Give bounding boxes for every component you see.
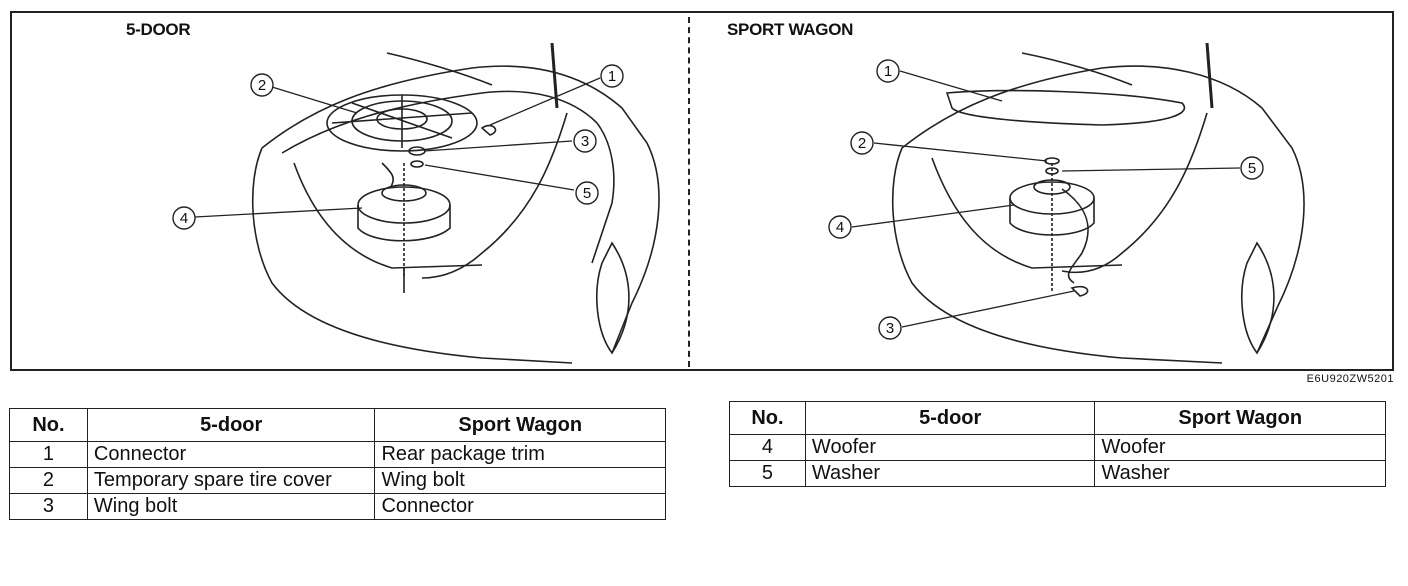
cell-5door: Wing bolt <box>86 493 376 520</box>
sport-wagon-illustration: 1 2 5 4 3 <box>828 42 1305 364</box>
cell-no: 4 <box>729 434 806 461</box>
table-row: 1 Connector Rear package trim <box>9 441 666 468</box>
cell-sport-wagon: Wing bolt <box>374 467 666 494</box>
col-header-no: No. <box>9 408 88 442</box>
cell-5door: Temporary spare tire cover <box>86 467 376 494</box>
callout-2: 2 <box>858 135 866 152</box>
col-header-5door: 5-door <box>804 401 1096 435</box>
cell-5door: Connector <box>86 441 376 468</box>
table-row: 3 Wing bolt Connector <box>9 493 666 520</box>
callout-2: 2 <box>258 77 266 94</box>
cell-no: 3 <box>9 493 88 520</box>
cell-no: 1 <box>9 441 88 468</box>
col-header-no: No. <box>729 401 806 435</box>
callout-1: 1 <box>608 68 616 85</box>
col-header-5door: 5-door <box>86 408 376 442</box>
callout-3: 3 <box>886 320 894 337</box>
table-header-row: No. 5-door Sport Wagon <box>9 408 666 442</box>
cell-5door: Washer <box>804 460 1096 487</box>
col-header-sport-wagon: Sport Wagon <box>374 408 666 442</box>
figure-code: E6U920ZW5201 <box>1306 373 1394 385</box>
table-row: 2 Temporary spare tire cover Wing bolt <box>9 467 666 494</box>
callout-5: 5 <box>583 185 591 202</box>
cell-sport-wagon: Connector <box>374 493 666 520</box>
five-door-illustration: 1 2 3 4 5 <box>172 42 660 364</box>
table-header-row: No. 5-door Sport Wagon <box>729 401 1386 435</box>
callout-4: 4 <box>836 219 844 236</box>
parts-table-left: No. 5-door Sport Wagon 1 Connector Rear … <box>9 408 666 520</box>
cell-no: 5 <box>729 460 806 487</box>
right-panel-title: SPORT WAGON <box>727 20 854 39</box>
panel-divider <box>688 17 690 367</box>
table-row: 5 Washer Washer <box>729 460 1386 487</box>
cell-sport-wagon: Rear package trim <box>374 441 666 468</box>
callout-1: 1 <box>884 63 892 80</box>
figure-panel: 5-DOOR SPORT WAGON <box>10 11 1394 371</box>
cell-sport-wagon: Washer <box>1094 460 1386 487</box>
left-panel-title: 5-DOOR <box>126 20 191 39</box>
table-row: 4 Woofer Woofer <box>729 434 1386 461</box>
col-header-sport-wagon: Sport Wagon <box>1094 401 1386 435</box>
callout-4: 4 <box>180 210 188 227</box>
callout-3: 3 <box>581 133 589 150</box>
cell-no: 2 <box>9 467 88 494</box>
cell-sport-wagon: Woofer <box>1094 434 1386 461</box>
parts-table-right: No. 5-door Sport Wagon 4 Woofer Woofer 5… <box>729 401 1386 487</box>
callout-5: 5 <box>1248 160 1256 177</box>
cell-5door: Woofer <box>804 434 1096 461</box>
